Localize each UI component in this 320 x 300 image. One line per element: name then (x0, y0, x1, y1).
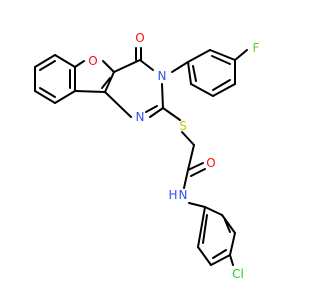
benzofuran-benzene-ring (34, 54, 76, 104)
amide-hydrogen-label: H (168, 188, 177, 202)
chemical-structure-diagram: O O N N F S O N H Cl (0, 0, 300, 300)
fluorophenyl-ring (171, 49, 248, 97)
furan-ring (74, 60, 115, 93)
thioacetamide-linker (162, 107, 206, 189)
canvas-background (0, 0, 300, 300)
sulfur-label: S (179, 119, 187, 133)
carbonyl-oxygen-label: O (135, 31, 144, 45)
ring-nitrogen-n1-label: N (136, 110, 145, 124)
pyrimidinone-ring (104, 47, 164, 118)
amide-nitrogen-label: N (179, 188, 188, 202)
chlorophenyl-ring (188, 202, 236, 266)
chlorine-label: Cl (232, 267, 244, 281)
furan-oxygen-label: O (88, 54, 97, 68)
ring-nitrogen-n3-label: N (158, 69, 167, 83)
fluorine-label: F (253, 41, 260, 55)
amide-oxygen-label: O (206, 156, 215, 170)
